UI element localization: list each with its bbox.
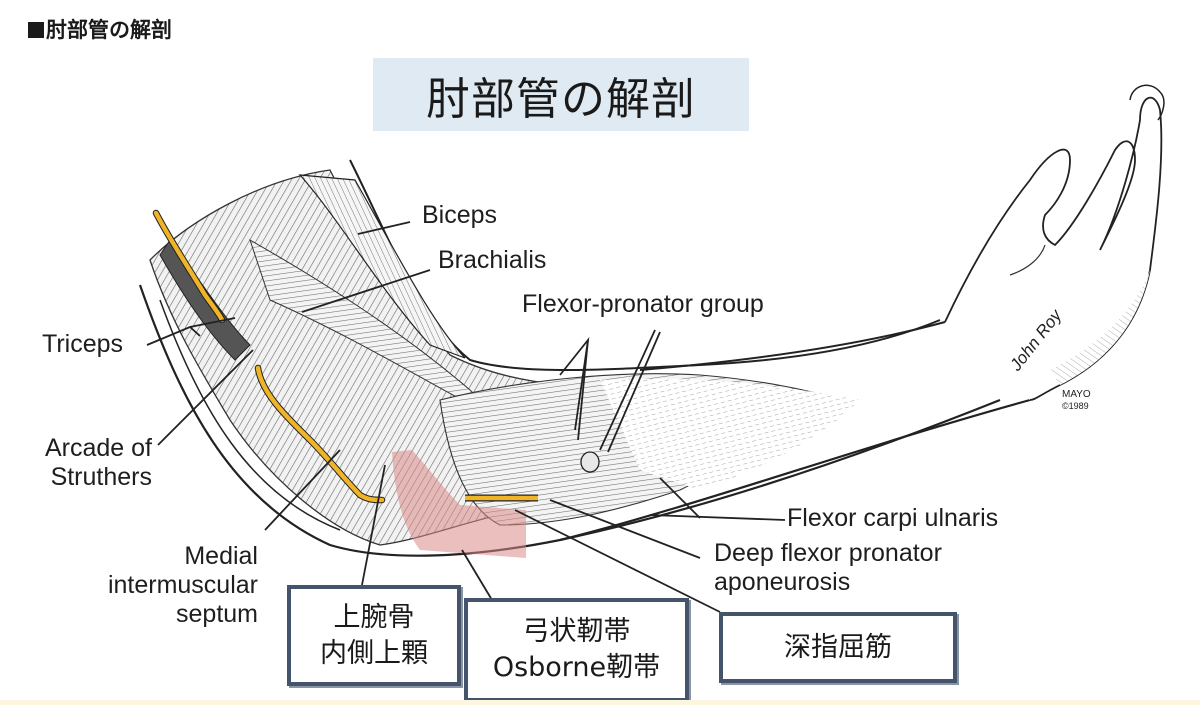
bottom-strip [0, 700, 1200, 705]
leader-brachialis [301, 269, 431, 313]
leader-epicondyle [361, 464, 386, 586]
signature-copyright: ©1989 [1062, 401, 1089, 411]
label-deep-line2: aponeurosis [714, 568, 851, 596]
leader-fcu [649, 514, 786, 521]
box-osborne-line1: 弓状靭帯 [522, 616, 631, 647]
box-osborne-ligament: 弓状靭帯 Osborne靭帯 [464, 598, 689, 702]
box-osborne-line2: Osborne靭帯 [492, 652, 661, 683]
label-triceps: Triceps [42, 330, 124, 358]
label-deep-flexor-pronator-aponeurosis: Deep flexor pronator aponeurosis [714, 539, 942, 597]
label-arcade-line1: Arcade of [44, 434, 152, 462]
label-flexor-pronator-group: Flexor-pronator group [522, 290, 764, 318]
leader-deep-aponeurosis [549, 499, 701, 559]
thumb-crease [1009, 244, 1046, 276]
leader-osborne [461, 549, 493, 601]
hand-shading [1050, 270, 1150, 385]
label-arcade-line2: Struthers [50, 463, 152, 491]
leader-flexor-pronator-2 [599, 329, 656, 451]
box-medial-epicondyle-line2: 内側上顆 [320, 637, 428, 669]
medial-epicondyle [580, 451, 600, 473]
leader-fdp [514, 509, 721, 613]
label-flexor-carpi-ulnaris: Flexor carpi ulnaris [787, 504, 999, 532]
label-medial-line1: Medial [184, 542, 258, 570]
label-arcade-of-struthers: Arcade of Struthers [28, 434, 152, 492]
label-medial-intermuscular-septum: Medial intermuscular septum [80, 542, 258, 629]
leader-arcade [157, 349, 254, 446]
page-heading-text: 肘部管の解剖 [46, 18, 172, 42]
page-heading: 肘部管の解剖 [28, 14, 172, 44]
label-medial-line2: intermuscular [107, 571, 258, 599]
label-brachialis: Brachialis [438, 246, 547, 274]
label-deep-line1: Deep flexor pronator [714, 539, 942, 567]
biceps-muscle [298, 174, 466, 359]
leader-medial-septum [264, 449, 341, 531]
forearm-outline-bottom [559, 398, 1031, 542]
leader-lines [146, 221, 786, 613]
slide-title: 肘部管の解剖 [373, 58, 749, 131]
fingertip-back [1129, 84, 1165, 121]
hand-outline [944, 96, 1163, 401]
box-fdp-line1: 深指屈筋 [784, 631, 892, 663]
arm-outline-inner [159, 299, 341, 531]
forearm-outline-top [639, 321, 946, 371]
box-medial-epicondyle-line1: 上腕骨 [333, 601, 415, 633]
box-flexor-digitorum-profundus: 深指屈筋 [719, 612, 957, 683]
square-bullet-icon [28, 22, 44, 38]
box-medial-epicondyle: 上腕骨 内側上顆 [287, 585, 461, 686]
osborne-ligament-highlight [392, 450, 526, 558]
signature-org: MAYO [1062, 389, 1091, 400]
label-medial-line3: septum [176, 600, 258, 628]
arm-outline-outer [138, 284, 1001, 557]
label-biceps: Biceps [422, 201, 498, 229]
forearm-fibers-light [600, 378, 860, 490]
leader-biceps [357, 221, 411, 235]
